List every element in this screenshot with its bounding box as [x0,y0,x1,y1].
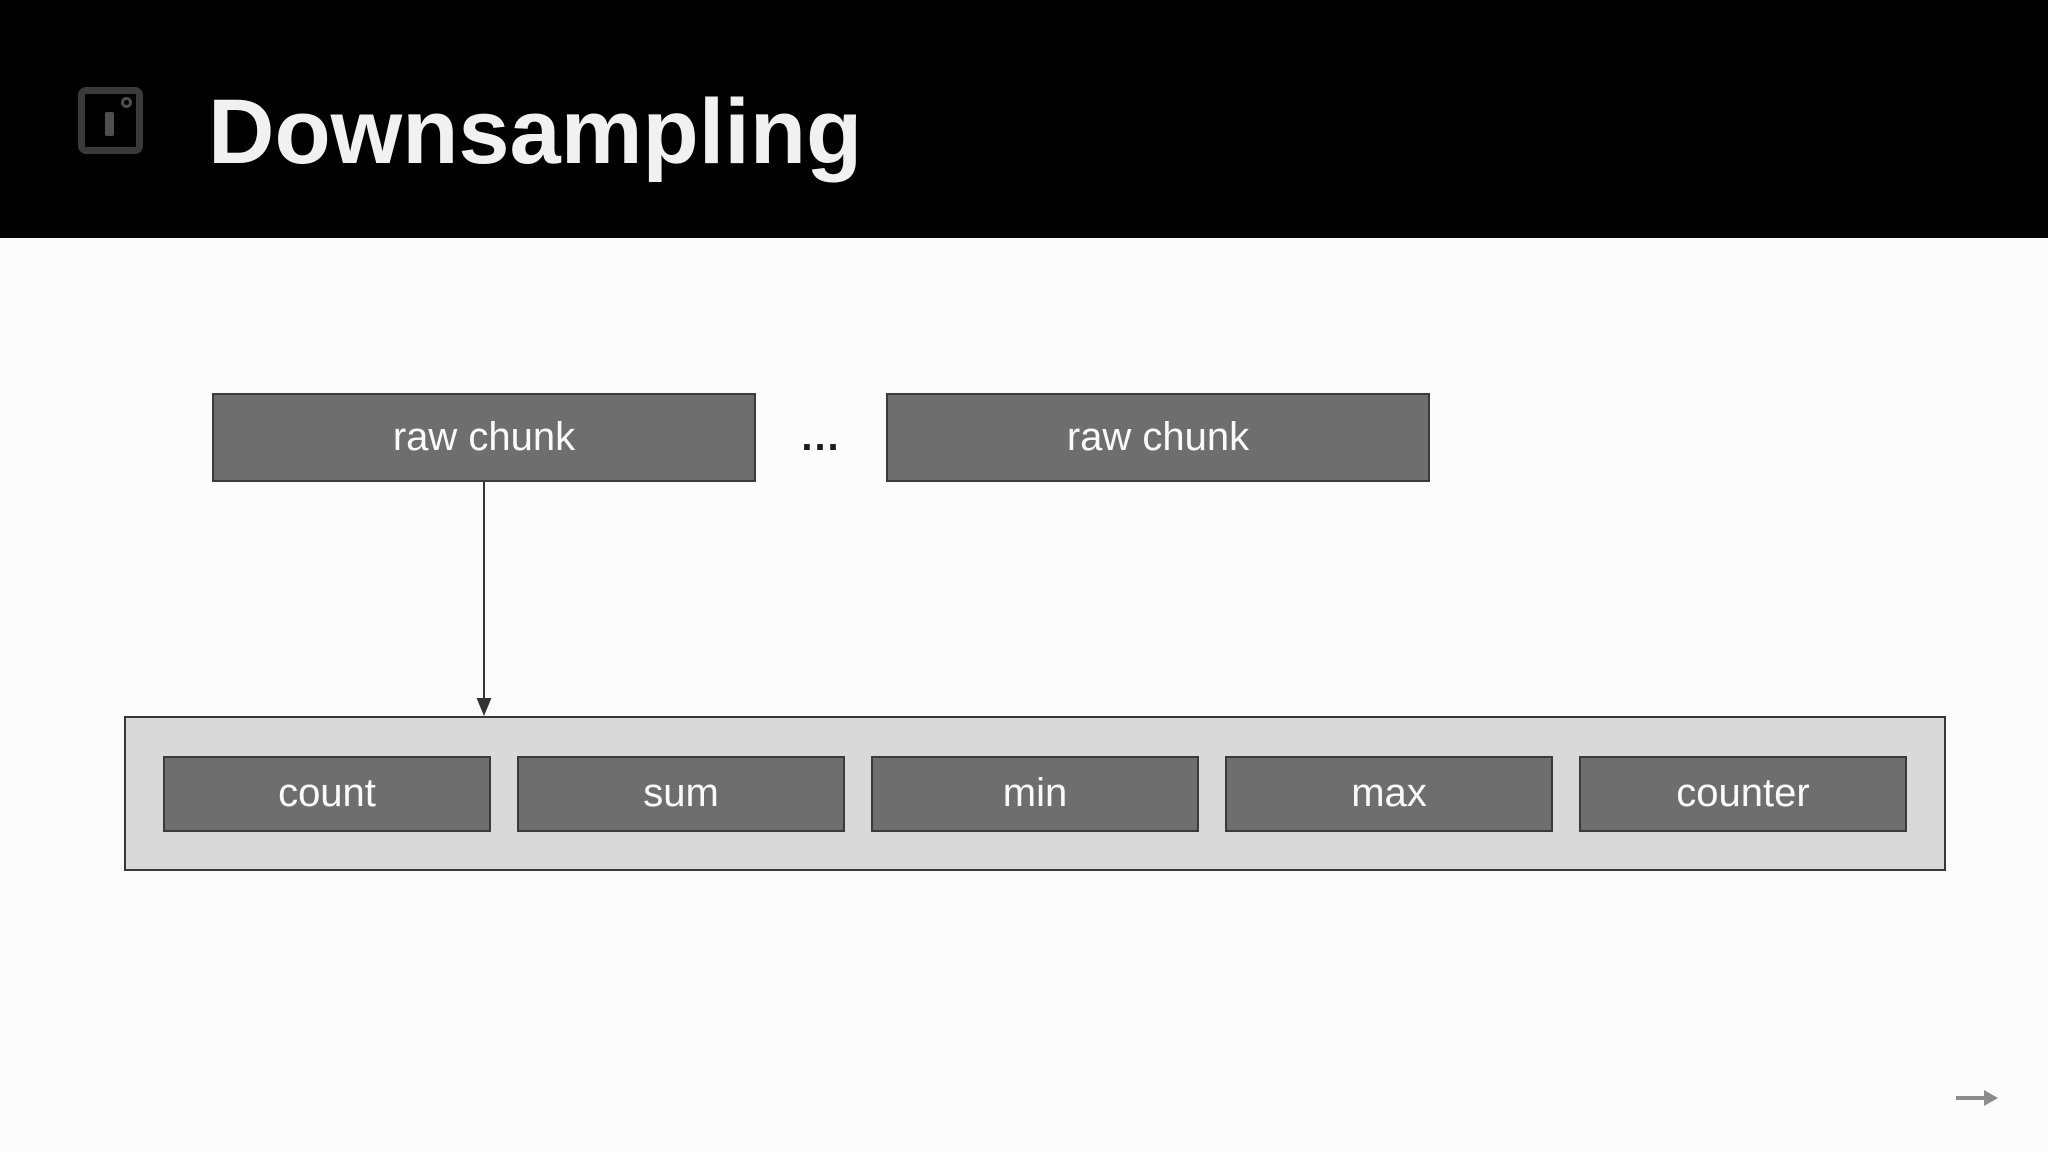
downsampled-chunk-container: count sum min max counter [124,716,1946,871]
aggregate-max-label: max [1351,771,1427,815]
aggregate-count-label: count [278,771,376,815]
aggregate-counter-label: counter [1676,771,1810,815]
aggregate-box-count: count [163,755,491,832]
raw-chunk-2-label: raw chunk [1066,415,1250,459]
down-arrow-icon [476,482,492,716]
aggregate-box-min: min [871,755,1199,832]
raw-chunk-1-label: raw chunk [392,415,576,459]
page-title: Downsampling [208,81,863,183]
aggregate-box-counter: counter [1579,755,1907,832]
slide-header: Downsampling [0,0,2048,238]
aggregate-min-label: min [1002,771,1068,815]
ellipsis-text: ... [801,415,841,459]
aggregate-box-max: max [1225,755,1553,832]
aggregate-sum-label: sum [643,771,719,815]
right-arrow-icon[interactable] [1956,1087,1998,1109]
raw-chunk-box-1: raw chunk [212,393,756,482]
logo-i-bar [105,112,114,136]
logo-corner-dot [121,97,132,108]
influxdata-logo-icon [78,87,143,154]
raw-chunk-box-2: raw chunk [886,393,1430,482]
aggregate-box-sum: sum [517,755,845,832]
